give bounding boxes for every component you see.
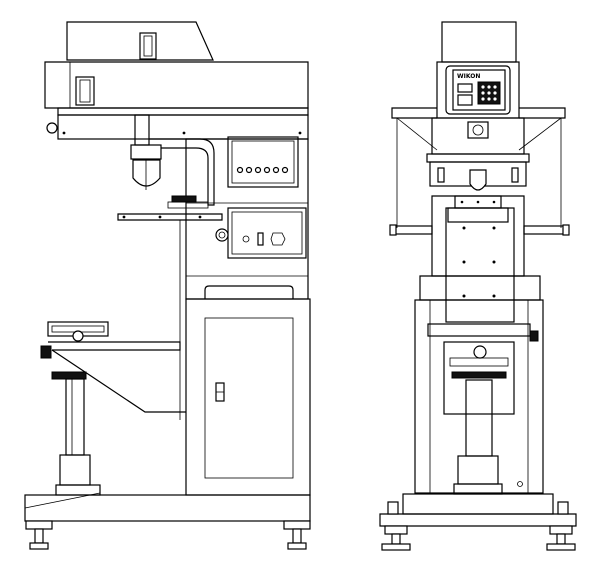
front-lift-housing <box>443 341 515 415</box>
side-cabinet-door <box>204 317 294 479</box>
side-pad <box>132 159 161 187</box>
side-beam-knob <box>46 122 58 134</box>
front-view: WIKON <box>379 21 577 551</box>
front-handle-left <box>394 225 433 235</box>
controller-brand: WIKON <box>457 73 480 80</box>
front-column-plate <box>445 207 515 323</box>
side-main-column <box>185 138 309 300</box>
side-slant-support <box>51 349 186 413</box>
side-beam <box>57 114 309 140</box>
side-lift-column <box>65 378 85 456</box>
front-base-plate <box>379 513 577 527</box>
side-base <box>24 494 311 522</box>
front-keypad <box>477 81 501 105</box>
side-side-latch <box>75 76 95 106</box>
side-control-panel <box>227 136 299 188</box>
front-top-box <box>441 21 517 63</box>
side-cabinet-lid <box>204 285 294 299</box>
side-beam-top <box>57 107 309 116</box>
front-handle-right <box>523 225 565 235</box>
front-foot-left <box>384 525 408 535</box>
side-ink-cup <box>171 195 197 203</box>
side-pad-shaft <box>134 114 150 146</box>
front-lift-wheel <box>451 371 507 379</box>
front-frame <box>414 299 544 494</box>
side-arm <box>149 138 215 206</box>
side-fixture-clamp <box>40 345 52 359</box>
side-plate-arm <box>117 213 223 221</box>
side-foot-right <box>283 520 311 530</box>
front-pad <box>469 169 487 191</box>
front-fixture-knob <box>473 345 487 359</box>
side-hood-latch <box>139 32 157 60</box>
side-knob <box>215 228 229 242</box>
side-top-hood <box>66 21 214 61</box>
front-lift-column <box>465 379 493 457</box>
front-crossbar <box>427 323 531 337</box>
side-lift-wheel <box>51 371 87 380</box>
front-arm-left <box>391 107 437 119</box>
front-base <box>402 493 554 515</box>
front-arm-right <box>519 107 566 119</box>
side-switch-panel <box>227 207 307 259</box>
side-foot-left <box>25 520 53 530</box>
front-foot-right <box>549 525 573 535</box>
side-view <box>24 21 311 550</box>
